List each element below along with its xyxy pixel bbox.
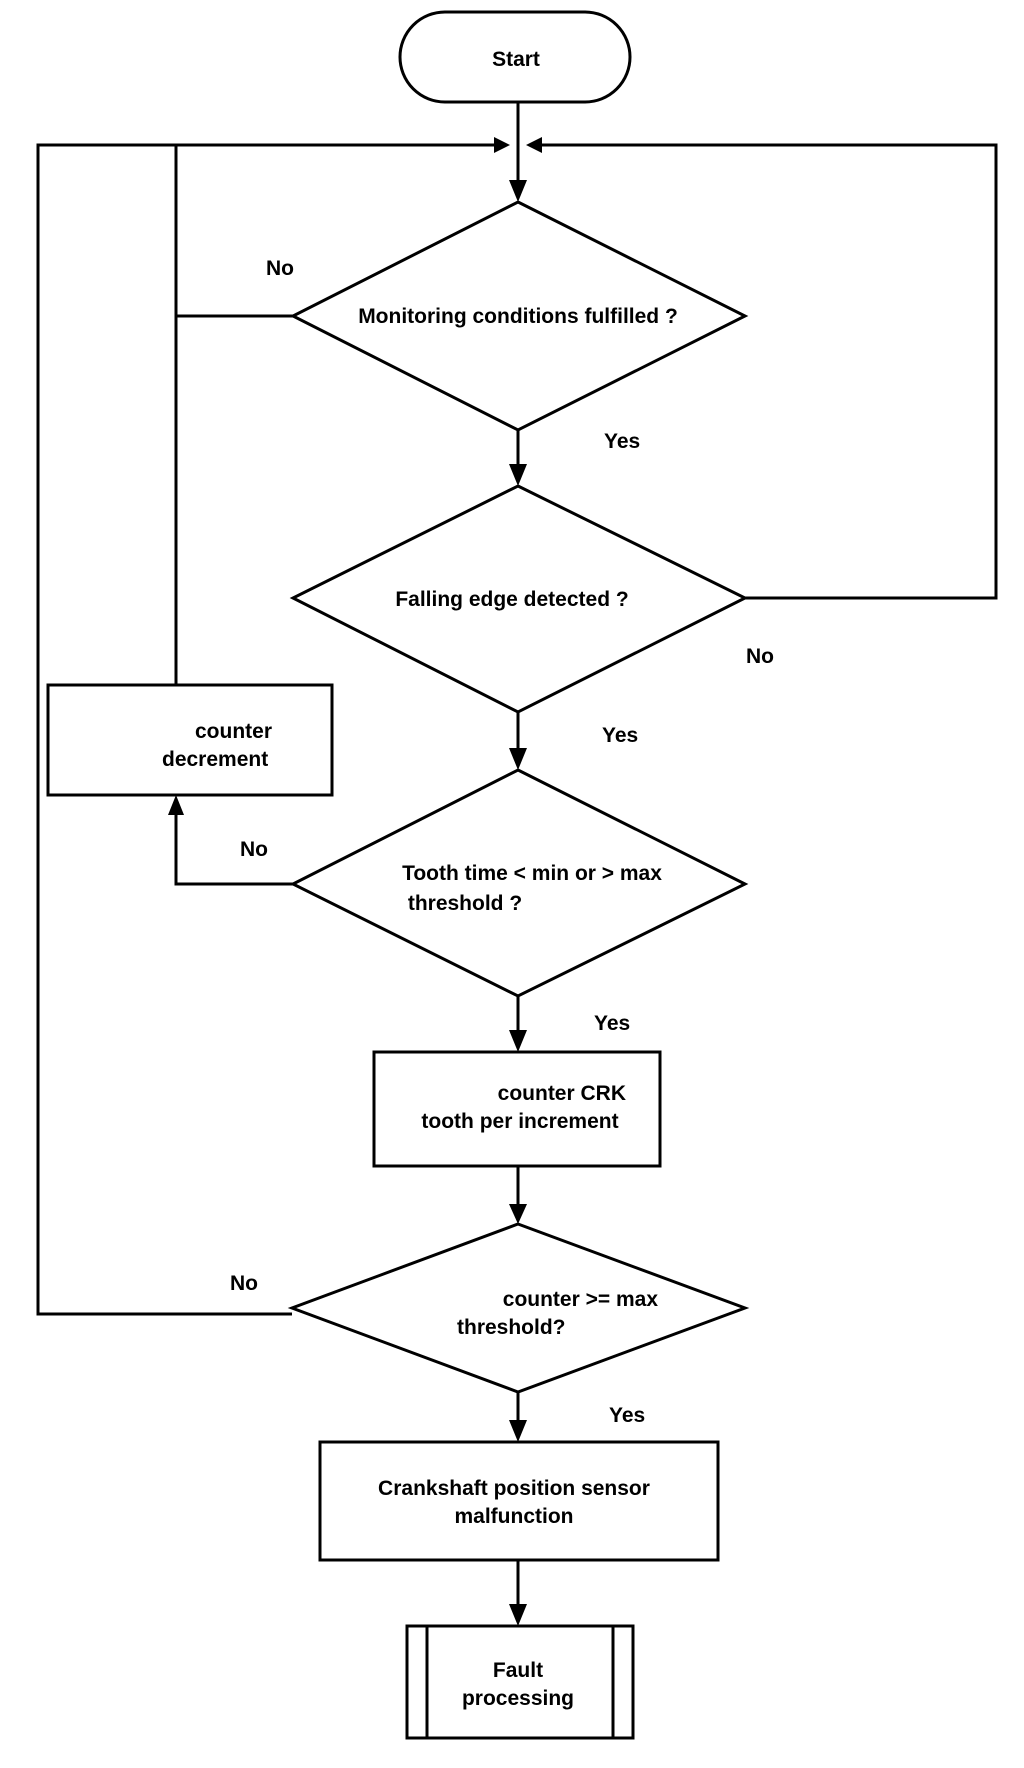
arrow-into-malfunction (509, 1420, 527, 1442)
process-sensor-malfunction (318, 1440, 720, 1562)
process-counter-decrement (46, 683, 334, 797)
threshold-question-line1: counter >= max (503, 1288, 659, 1311)
falling-edge-question: Falling edge detected ? (395, 588, 628, 611)
edge-label-threshold-no: No (230, 1272, 258, 1295)
arrow-into-decrement (168, 795, 184, 815)
return-line-threshold-no (36, 143, 496, 1316)
arrow-into-increment (509, 1030, 527, 1052)
arrow-into-monitoring (509, 180, 527, 202)
fault-label-line1: Fault (493, 1659, 543, 1682)
decision-tooth-time (289, 768, 749, 998)
increment-label-line1: counter CRK (498, 1082, 626, 1105)
tooth-time-question-line2: threshold ? (408, 892, 522, 915)
tooth-time-question-line1: Tooth time < min or > max (402, 862, 662, 885)
edge-label-tooth-time-yes: Yes (594, 1012, 630, 1035)
threshold-question-line2: threshold? (457, 1316, 566, 1339)
arrow-into-fault (509, 1604, 527, 1626)
arrow-left-return-into-junction (494, 137, 510, 153)
return-line-falling-edge-no (540, 143, 998, 600)
decision-counter-threshold (287, 1222, 750, 1394)
edge-label-falling-edge-yes: Yes (602, 724, 638, 747)
connector-tooth-time-no (174, 815, 293, 886)
decrement-label-line1: counter (195, 720, 272, 743)
increment-label-line2: tooth per increment (421, 1110, 618, 1133)
edge-label-tooth-time-no: No (240, 838, 268, 861)
arrow-into-falling-edge (509, 464, 527, 486)
arrow-right-return-into-junction (526, 137, 542, 153)
edge-label-threshold-yes: Yes (609, 1404, 645, 1427)
decision-falling-edge (289, 484, 749, 714)
process-counter-increment (372, 1050, 662, 1168)
edge-label-falling-edge-no: No (746, 645, 774, 668)
start-label: Start (492, 48, 540, 71)
edge-label-monitoring-no: No (266, 257, 294, 280)
arrow-into-tooth-time (509, 748, 527, 770)
decrement-label-line2: decrement (162, 748, 268, 771)
start-terminator (398, 10, 632, 104)
decision-monitoring-conditions (289, 200, 749, 432)
fault-label-line2: processing (462, 1687, 574, 1710)
monitoring-question: Monitoring conditions fulfilled ? (358, 305, 678, 328)
predefined-process-fault (405, 1624, 635, 1740)
malfunction-label-line2: malfunction (455, 1505, 574, 1528)
arrow-into-threshold (509, 1204, 527, 1224)
edge-label-monitoring-yes: Yes (604, 430, 640, 453)
malfunction-label-line1: Crankshaft position sensor (378, 1477, 650, 1500)
